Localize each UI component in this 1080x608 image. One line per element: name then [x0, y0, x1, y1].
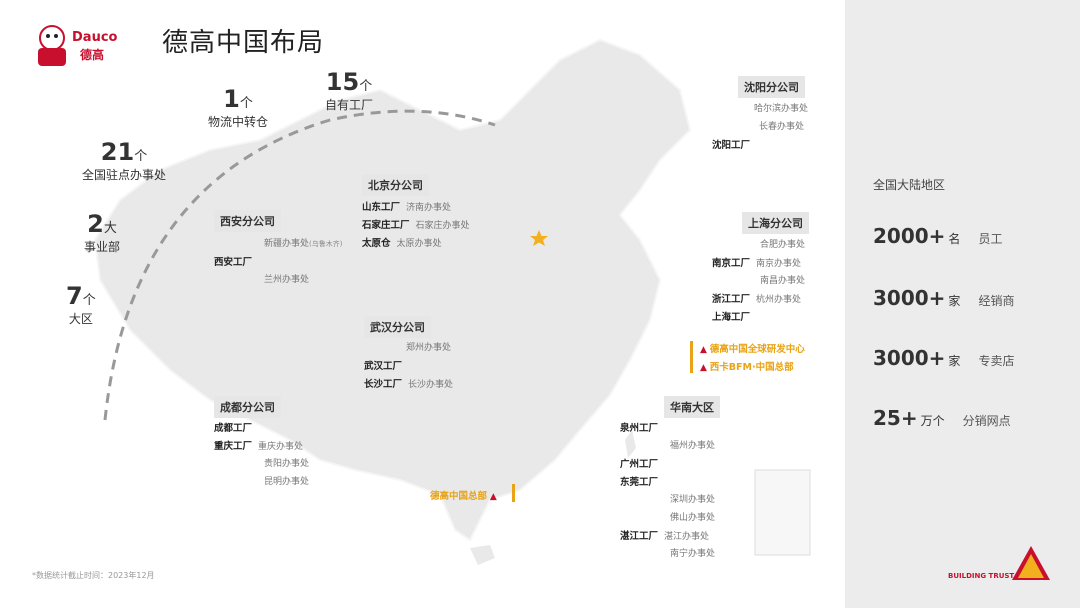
list-item: 长春办事处	[759, 122, 805, 132]
branch-chengdu: 成都分公司	[214, 396, 281, 418]
stat-divisions: 2大 事业部	[84, 210, 121, 254]
sidebar	[845, 0, 1080, 608]
list-item: 东莞工厂	[620, 477, 659, 488]
stat-stores: 3000+家专卖店	[873, 346, 1015, 370]
list-item: 南京工厂南京办事处	[712, 258, 802, 269]
list-item: 贵阳办事处	[264, 459, 310, 469]
list-item: 西安工厂	[214, 257, 253, 268]
logo-brand: Dauco	[72, 30, 118, 45]
branch-shenyang: 沈阳分公司	[738, 76, 805, 98]
stat-employees: 2000+名员工	[873, 224, 1003, 248]
branch-xian: 西安分公司	[214, 210, 281, 232]
list-item: 沈阳工厂	[712, 140, 751, 151]
list-item: 重庆工厂重庆办事处	[214, 441, 304, 452]
logo-brand-cn: 德高	[80, 48, 105, 62]
inset-map	[754, 469, 811, 556]
list-item: 合肥办事处	[760, 240, 806, 250]
list-item: 山东工厂济南办事处	[362, 202, 452, 213]
list-item: 武汉工厂	[364, 361, 403, 372]
stat-factories: 15个 自有工厂	[325, 68, 374, 112]
sika-hq-label: ▲ 西卡BFM·中国总部	[700, 362, 794, 373]
list-item: 南昌办事处	[760, 276, 806, 286]
list-item: 广州工厂	[620, 459, 659, 470]
star-icon	[530, 230, 548, 246]
footnote: *数据统计截止时间：2023年12月	[32, 571, 155, 580]
sika-tagline: BUILDING TRUST	[948, 572, 1015, 580]
stat-regions: 7个 大区	[66, 282, 96, 326]
stat-logistics: 1个 物流中转仓	[208, 85, 269, 129]
list-item: 昆明办事处	[264, 477, 310, 487]
branch-shanghai: 上海分公司	[742, 212, 809, 234]
list-item: 郑州办事处	[406, 343, 452, 353]
branch-beijing: 北京分公司	[362, 174, 429, 196]
stat-outlets: 25+万个分销网点	[873, 406, 1011, 430]
sika-logo-icon	[1012, 546, 1050, 580]
list-item: 长沙工厂长沙办事处	[364, 379, 454, 390]
stat-dealers: 3000+家经销商	[873, 286, 1015, 310]
list-item: 石家庄工厂石家庄办事处	[362, 220, 470, 231]
list-item: 哈尔滨办事处	[754, 104, 809, 114]
list-item: 太原仓太原办事处	[362, 238, 442, 249]
region-label: 全国大陆地区	[873, 178, 946, 192]
list-item: 泉州工厂	[620, 423, 659, 434]
list-item: 新疆办事处(乌鲁木齐)	[264, 239, 343, 249]
hainan-shape	[470, 545, 495, 565]
map-shape	[93, 38, 692, 542]
dauco-logo	[30, 20, 130, 72]
taiwan-shape	[625, 430, 636, 458]
list-item: 深圳办事处	[670, 495, 716, 505]
dauco-hq-label: 德高中国总部 ▲	[430, 491, 497, 502]
stat-offices: 21个 全国驻点办事处	[82, 138, 167, 182]
list-item: 南宁办事处	[670, 549, 716, 559]
list-item: 佛山办事处	[670, 513, 716, 523]
highlight-bar	[690, 341, 693, 373]
mascot-icon	[38, 25, 66, 66]
branch-huanan: 华南大区	[664, 396, 720, 418]
list-item: 兰州办事处	[264, 275, 310, 285]
page-title: 德高中国布局	[162, 28, 325, 58]
hq-bar	[512, 484, 515, 502]
list-item: 福州办事处	[670, 441, 716, 451]
rd-center-label: ▲ 德高中国全球研发中心	[700, 344, 805, 355]
list-item: 上海工厂	[712, 312, 751, 323]
list-item: 浙江工厂杭州办事处	[712, 294, 802, 305]
list-item: 成都工厂	[214, 423, 253, 434]
branch-wuhan: 武汉分公司	[364, 316, 431, 338]
list-item: 湛江工厂湛江办事处	[620, 531, 710, 542]
